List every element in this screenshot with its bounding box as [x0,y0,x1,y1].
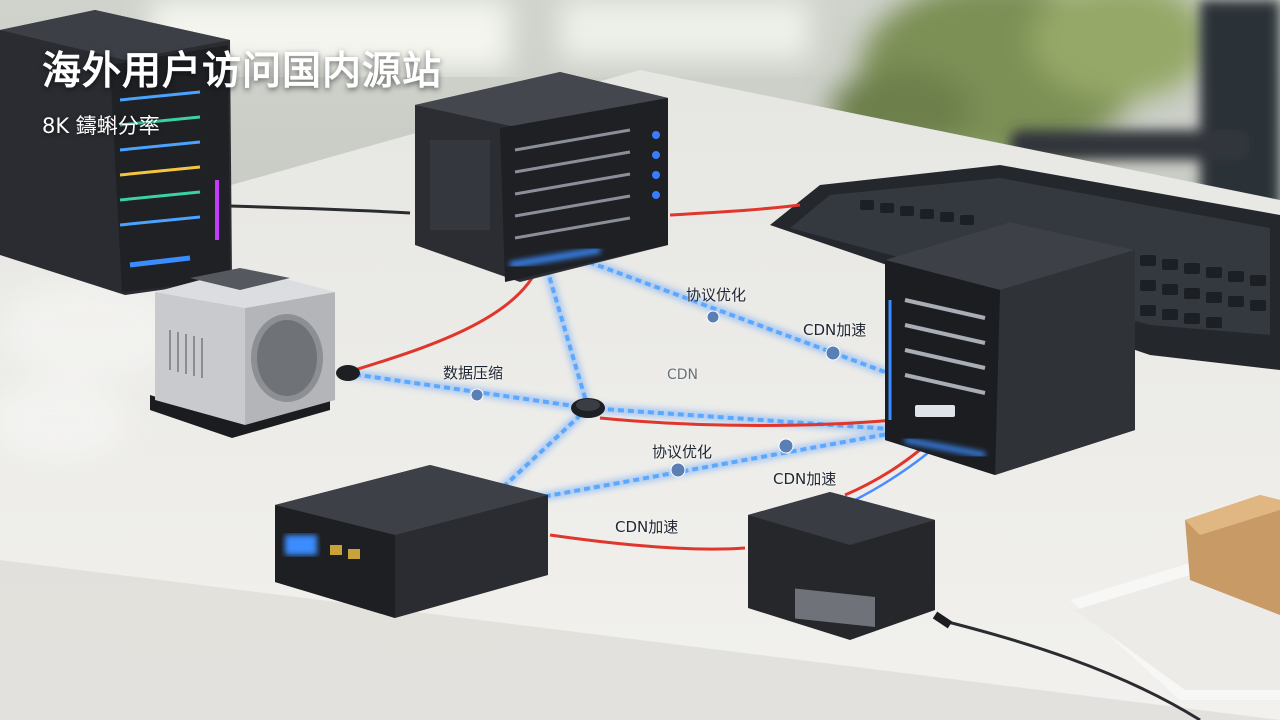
label-cdn-center: CDN [667,367,699,383]
label-protocol-opt-top: 协议优化 [686,286,747,304]
device-bottom-center [748,492,953,640]
label-cdn-accel-top: CDN加速 [803,321,867,339]
papers [1070,560,1280,700]
label-cdn-accel-mid: CDN加速 [773,470,837,488]
page-subtitle: 8K 鑄蝌分率 [42,114,160,138]
server-main-right [885,222,1135,475]
mini-pc-silver [150,268,335,438]
chair-blur [1010,0,1280,210]
page-title: 海外用户访问国内源站 [42,49,443,94]
wooden-box [1185,495,1280,615]
router-bottom-left [275,465,548,618]
server-tower-left [0,10,232,295]
label-data-compress: 数据压缩 [443,364,504,382]
server-center-top [415,72,668,282]
label-cdn-accel-bottom: CDN加速 [615,518,679,536]
network-links [229,203,1201,720]
label-protocol-opt-mid: 协议优化 [652,443,713,461]
